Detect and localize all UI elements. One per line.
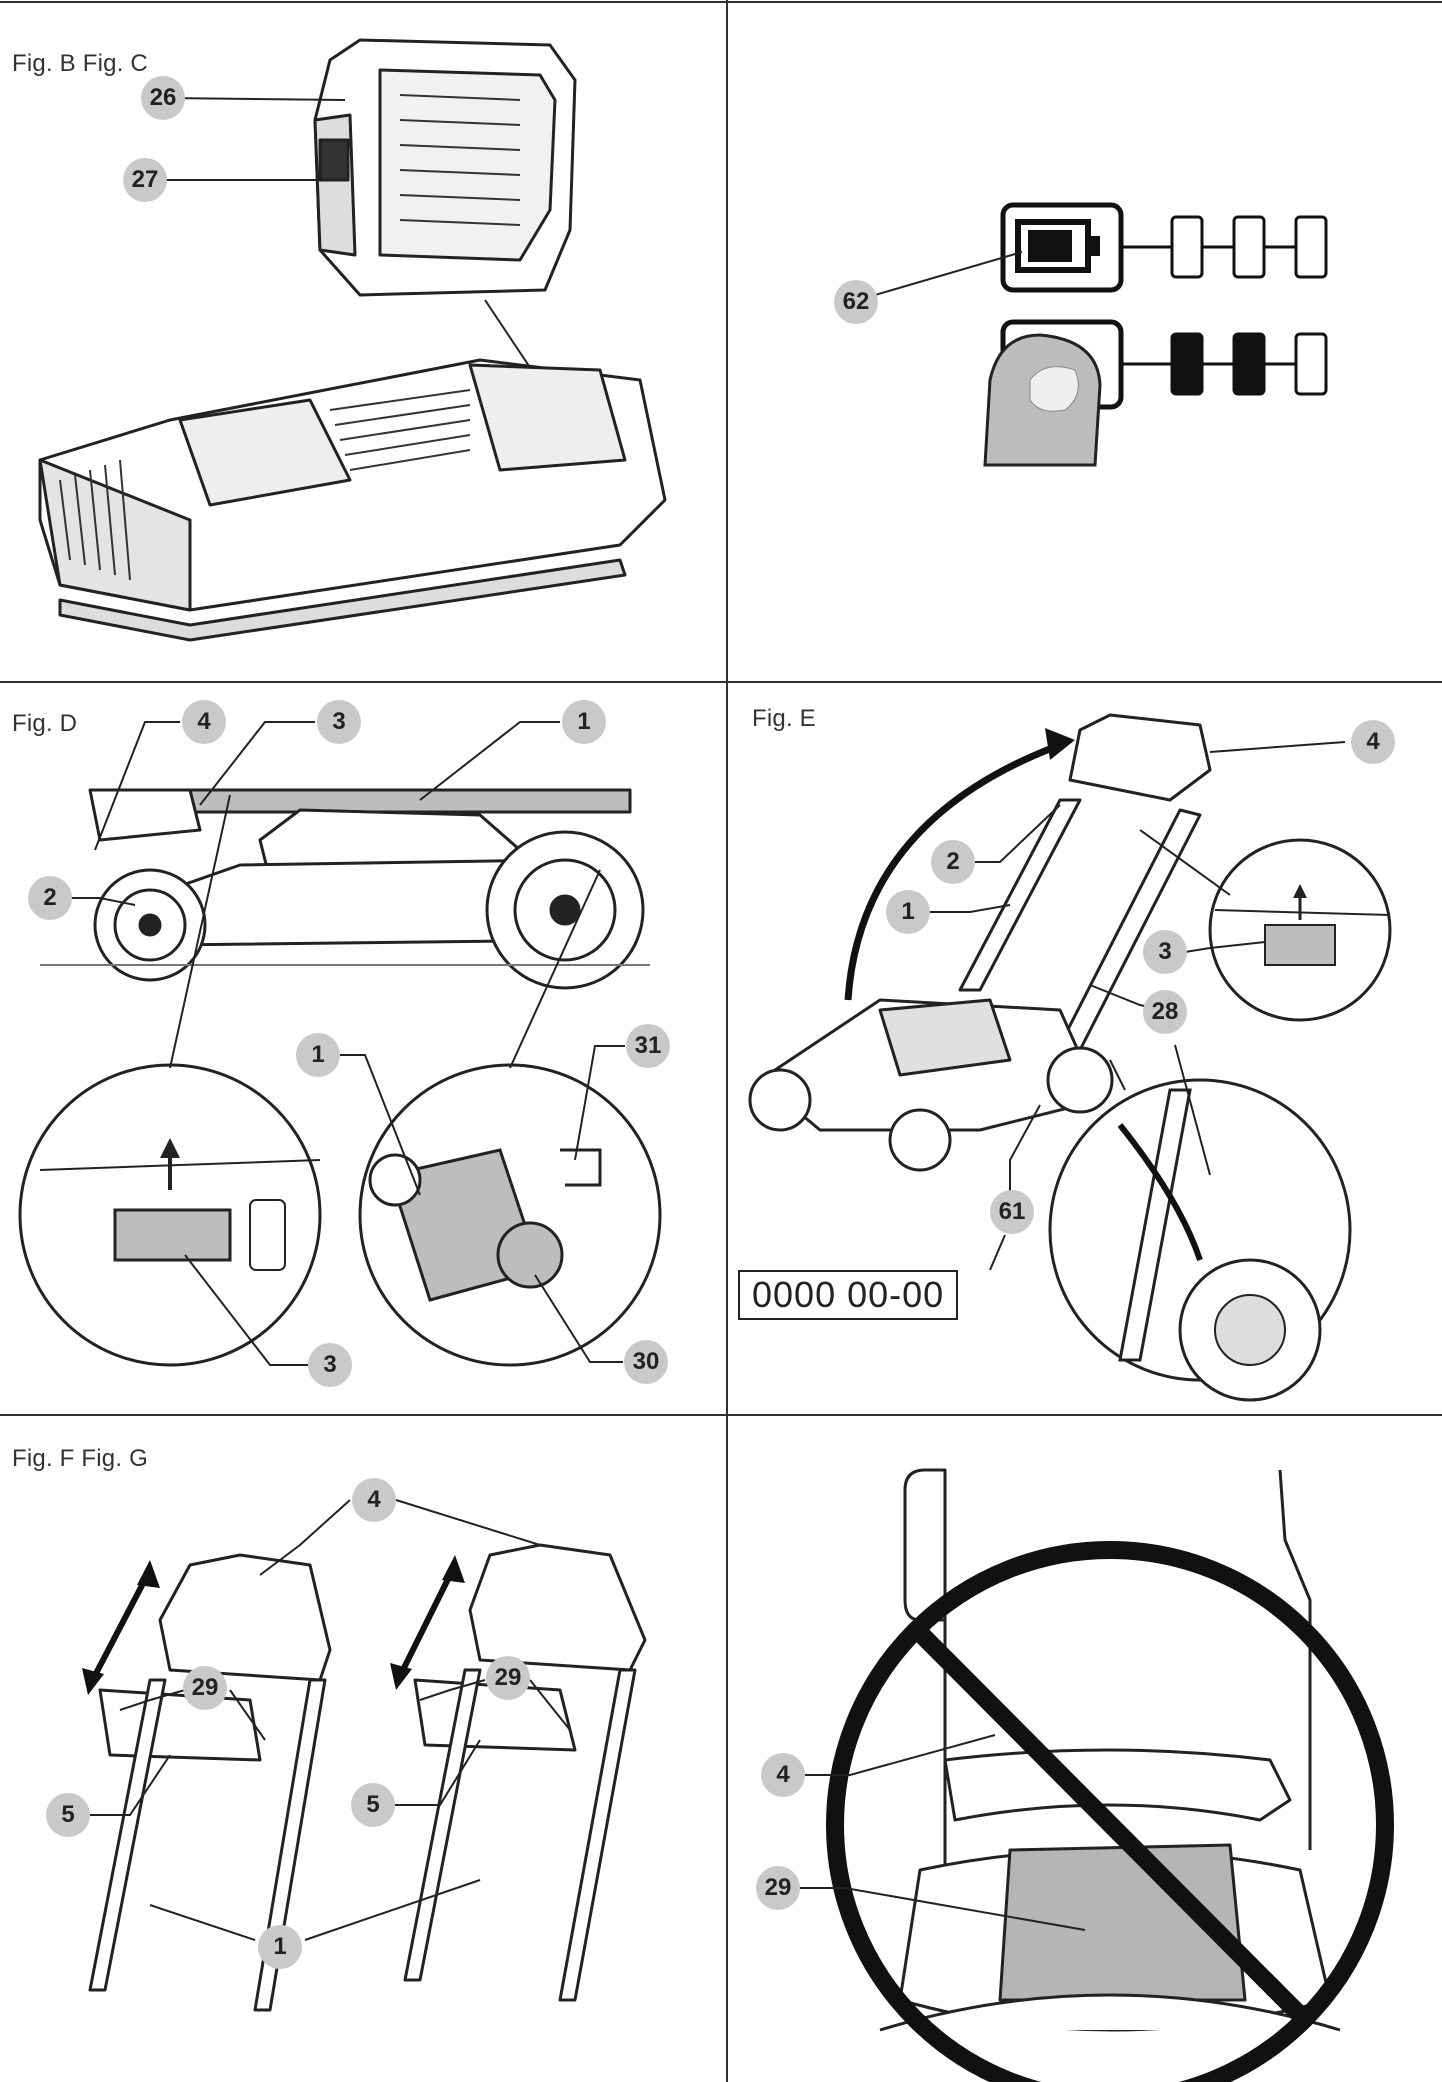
date-code-label: 0000 00-00	[738, 1270, 959, 1320]
callout-30: 30	[624, 1340, 668, 1384]
handle-height-illustration	[82, 1499, 647, 2012]
panel-title: Fig. E	[752, 705, 816, 732]
fuel-gauge-illustration	[857, 202, 1328, 467]
callout-1-detail: 1	[296, 1033, 340, 1077]
callout-2: 2	[931, 840, 975, 884]
panel-title: Fig. D	[12, 710, 78, 737]
callout-4: 4	[182, 700, 226, 744]
callout-29-right: 29	[486, 1656, 530, 1700]
folded-mower-illustration	[18, 721, 662, 1367]
panel-title: Fig. F Fig. G	[12, 1445, 148, 1472]
callout-5-right: 5	[351, 1783, 395, 1827]
callout-31: 31	[626, 1024, 670, 1068]
callout-62: 62	[834, 280, 878, 324]
callout-3: 3	[1143, 930, 1187, 974]
callout-27: 27	[123, 158, 167, 202]
callout-26: 26	[141, 76, 185, 120]
callout-4: 4	[352, 1478, 396, 1522]
callout-5-left: 5	[46, 1793, 90, 1837]
callout-4: 4	[761, 1753, 805, 1797]
callout-29: 29	[756, 1866, 800, 1910]
callout-leaders-top-left	[164, 97, 346, 181]
callout-29-left: 29	[183, 1666, 227, 1710]
callout-3: 3	[317, 700, 361, 744]
callout-61: 61	[990, 1190, 1034, 1234]
callout-3-detail: 3	[308, 1343, 352, 1387]
callout-1: 1	[886, 890, 930, 934]
callout-28: 28	[1143, 990, 1187, 1034]
battery-pack-illustration	[313, 38, 577, 421]
panel-title: Fig. B Fig. C	[12, 50, 148, 77]
unfolded-mower-illustration	[748, 713, 1392, 1402]
charger-illustration	[38, 358, 667, 642]
callout-2: 2	[28, 876, 72, 920]
callout-1: 1	[562, 700, 606, 744]
callout-4: 4	[1351, 720, 1395, 764]
callout-1: 1	[258, 1925, 302, 1969]
